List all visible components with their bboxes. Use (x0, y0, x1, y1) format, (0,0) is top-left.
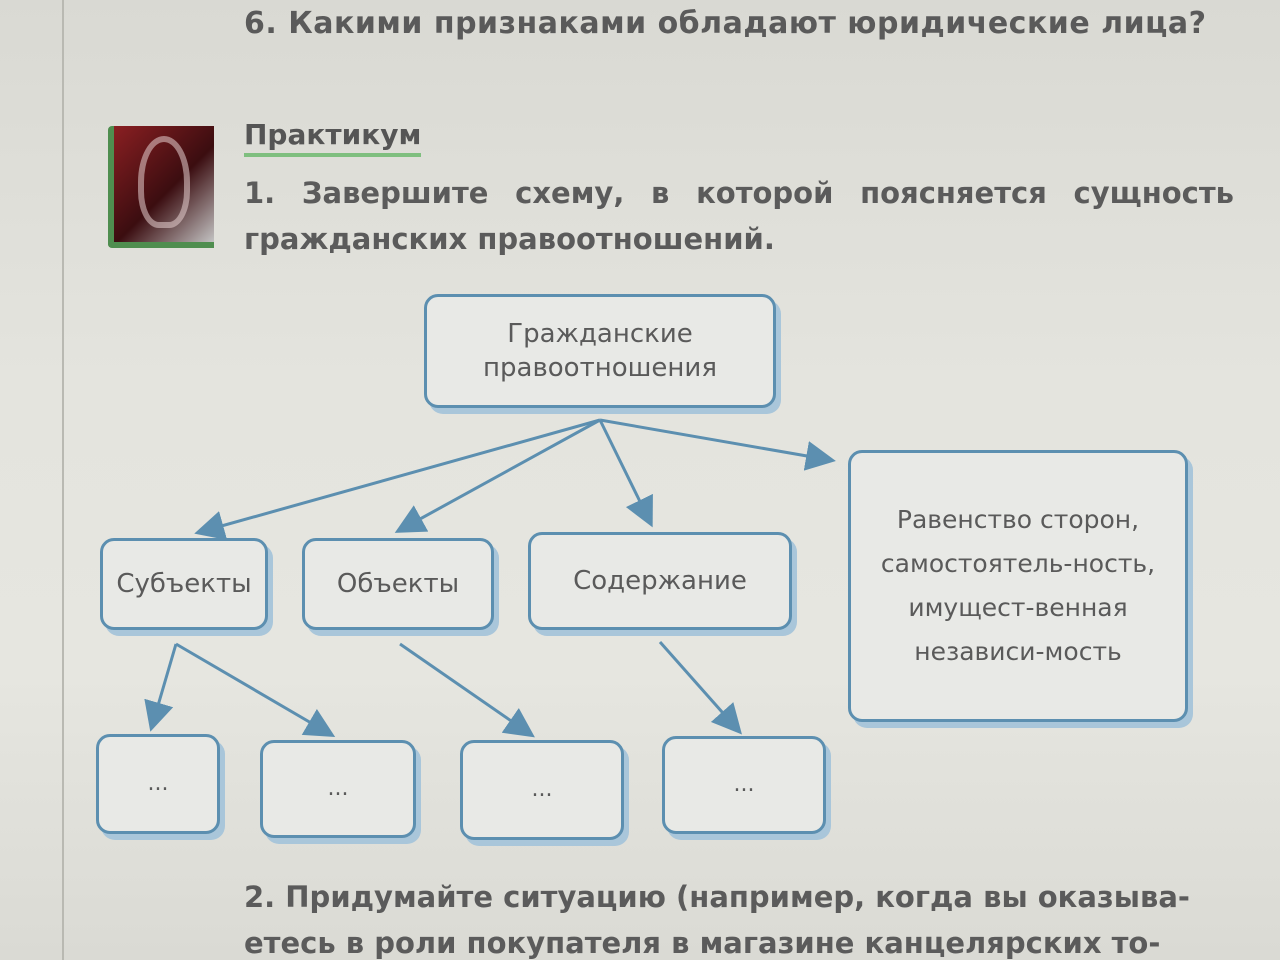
arrow-root-objects (394, 418, 601, 533)
box-subjects: Субъекты (100, 538, 268, 630)
top-question: 6. Какими признаками обладают юридически… (244, 6, 1207, 41)
task-2-line-1: 2. Придумайте ситуацию (например, когда … (244, 880, 1190, 914)
arrow-content-blank-4 (658, 641, 742, 735)
task-2-line-2: етесь в роли покупателя в магазине канце… (244, 926, 1161, 960)
page-margin-line (62, 0, 64, 960)
box-features: Равенство сторон, самостоятель-ность, им… (848, 450, 1188, 722)
blank-box-1: ... (96, 734, 220, 834)
section-title: Практикум (244, 118, 422, 157)
task-1-text: 1. Завершите схему, в которой поясняется… (244, 176, 1234, 256)
arrow-objects-blank-3 (399, 642, 535, 738)
box-civil-legal-relations: Гражданские правоотношения (424, 294, 776, 408)
box-objects: Объекты (302, 538, 494, 630)
arrow-root-content (598, 419, 653, 528)
box-content: Содержание (528, 532, 792, 630)
arrow-root-features (599, 418, 836, 471)
practicum-icon (108, 126, 214, 248)
blank-box-4: ... (662, 736, 826, 834)
arrow-subjects-blank-2 (175, 642, 336, 738)
arrow-subjects-blank-1 (144, 643, 178, 732)
blank-box-2: ... (260, 740, 416, 838)
blank-box-3: ... (460, 740, 624, 840)
arrow-root-subjects (194, 418, 601, 540)
